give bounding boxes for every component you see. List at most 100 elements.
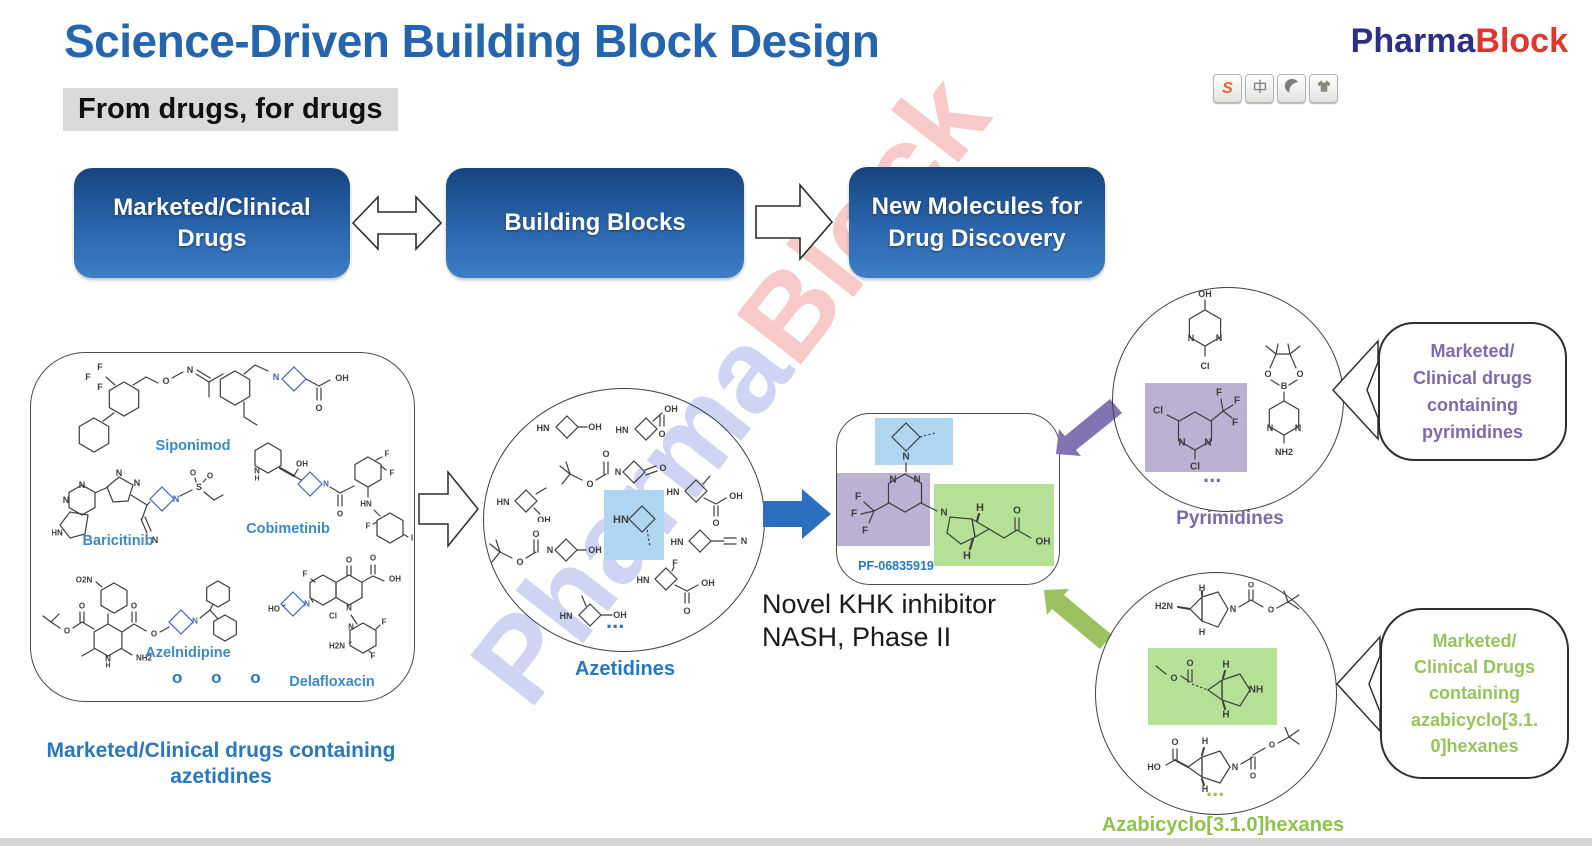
svg-text:F: F — [855, 492, 861, 503]
svg-text:O: O — [162, 376, 169, 386]
svg-text:O: O — [658, 429, 665, 439]
azabicyclo-circle — [1095, 572, 1337, 815]
svg-text:N: N — [79, 480, 86, 490]
svg-text:HN: HN — [497, 497, 510, 507]
svg-text:H: H — [1199, 627, 1206, 637]
drug-label-cobimetinib: Cobimetinib — [246, 521, 330, 537]
svg-text:O: O — [1186, 658, 1193, 668]
molecule-az4: HN OH — [497, 487, 551, 522]
azabicyclo-label: Azabicyclo[3.1.0]hexanes — [1101, 814, 1345, 836]
svg-text:N: N — [1295, 423, 1302, 433]
azetidines-label: Azetidines — [574, 658, 676, 680]
molecule-az5: HN — [604, 490, 664, 560]
svg-text:O: O — [131, 602, 137, 611]
svg-text:OH: OH — [613, 610, 627, 620]
svg-text:HN: HN — [637, 575, 650, 585]
svg-text:OH: OH — [729, 491, 743, 501]
svg-text:F: F — [382, 618, 387, 627]
svg-text:O2N: O2N — [76, 576, 93, 585]
half-full-width-button[interactable] — [1277, 74, 1306, 103]
svg-text:NH2: NH2 — [136, 654, 153, 663]
skin-settings-button[interactable] — [1309, 74, 1338, 103]
svg-text:N: N — [187, 365, 194, 375]
svg-text:O: O — [315, 403, 322, 413]
svg-text:NH2: NH2 — [1275, 447, 1293, 457]
logo-block: Block — [1475, 22, 1568, 60]
shirt-icon — [1315, 77, 1333, 100]
svg-text:N: N — [913, 475, 920, 486]
svg-text:N: N — [1232, 762, 1239, 772]
right-arrow-icon — [755, 182, 834, 262]
svg-text:O: O — [1013, 506, 1021, 517]
pf-compound-label: PF-06835919 — [858, 559, 934, 573]
svg-text:H: H — [254, 476, 259, 483]
svg-text:N: N — [152, 535, 159, 545]
svg-text:F: F — [390, 469, 395, 478]
svg-text:N: N — [116, 468, 123, 478]
svg-text:O: O — [1250, 772, 1256, 781]
svg-text:O: O — [190, 469, 196, 478]
svg-text:N: N — [940, 508, 947, 519]
svg-text:F: F — [303, 570, 308, 579]
svg-text:F: F — [1216, 388, 1222, 399]
svg-text:N: N — [348, 623, 354, 632]
svg-text:O: O — [712, 518, 719, 528]
svg-text:Cl: Cl — [329, 612, 337, 621]
svg-text:I: I — [411, 534, 413, 543]
svg-text:OH: OH — [389, 575, 401, 584]
svg-text:OH: OH — [296, 460, 308, 469]
chinese-character-icon — [1251, 77, 1269, 100]
svg-text:Cl: Cl — [1153, 406, 1163, 417]
pharmablock-logo: PharmaBlock — [1351, 22, 1568, 61]
azabicyclo-to-pf-arrow-icon — [1044, 589, 1112, 649]
flow-box-building-blocks: Building Blocks — [446, 168, 744, 278]
svg-text:O: O — [1268, 606, 1274, 615]
svg-text:OH: OH — [537, 515, 551, 522]
svg-text:O: O — [602, 449, 609, 459]
logo-pharma: Pharma — [1350, 22, 1476, 60]
svg-text:H: H — [1222, 710, 1229, 721]
svg-text:O: O — [1296, 369, 1303, 379]
svg-text:Cl: Cl — [1190, 462, 1200, 473]
svg-text:HO: HO — [1147, 762, 1161, 772]
flow-box-marketed-clinical-drugs: Marketed/Clinical Drugs — [74, 168, 350, 278]
svg-text:N: N — [1204, 438, 1211, 449]
svg-text:O: O — [683, 606, 690, 616]
svg-text:HN: HN — [537, 423, 550, 433]
svg-text:F: F — [85, 372, 91, 382]
left-panel-caption: Marketed/Clinical drugs containing azeti… — [46, 739, 396, 789]
pyrimidines-source-box: Marketed/ Clinical drugs containing pyri… — [1378, 322, 1567, 461]
svg-text:NH: NH — [1249, 685, 1263, 696]
chinese-mode-button[interactable] — [1245, 74, 1274, 103]
page-title: Science-Driven Building Block Design — [64, 15, 880, 67]
svg-text:O: O — [79, 602, 85, 611]
svg-text:B: B — [1281, 381, 1288, 391]
drug-label-azelnidipine: Azelnidipine — [145, 645, 231, 661]
svg-text:N: N — [173, 494, 180, 504]
svg-text:N: N — [1230, 604, 1237, 614]
pyrimidines-to-pf-arrow-icon — [1056, 399, 1122, 456]
svg-text:OH: OH — [701, 578, 715, 588]
azabicyclo-ellipsis: ... — [1206, 776, 1225, 801]
svg-text:H: H — [976, 502, 984, 514]
svg-text:F: F — [97, 382, 103, 392]
sogou-ime-button[interactable]: S — [1213, 74, 1242, 103]
svg-text:H2N: H2N — [1155, 601, 1173, 611]
bidirectional-arrow-icon — [351, 195, 443, 251]
svg-text:N: N — [615, 467, 622, 477]
svg-text:F: F — [1234, 396, 1240, 407]
svg-text:N: N — [63, 495, 70, 505]
svg-text:H: H — [1222, 660, 1229, 671]
svg-text:HO: HO — [268, 605, 280, 614]
svg-text:F: F — [1232, 418, 1238, 429]
svg-text:HN: HN — [616, 425, 629, 435]
svg-text:N: N — [1178, 438, 1185, 449]
